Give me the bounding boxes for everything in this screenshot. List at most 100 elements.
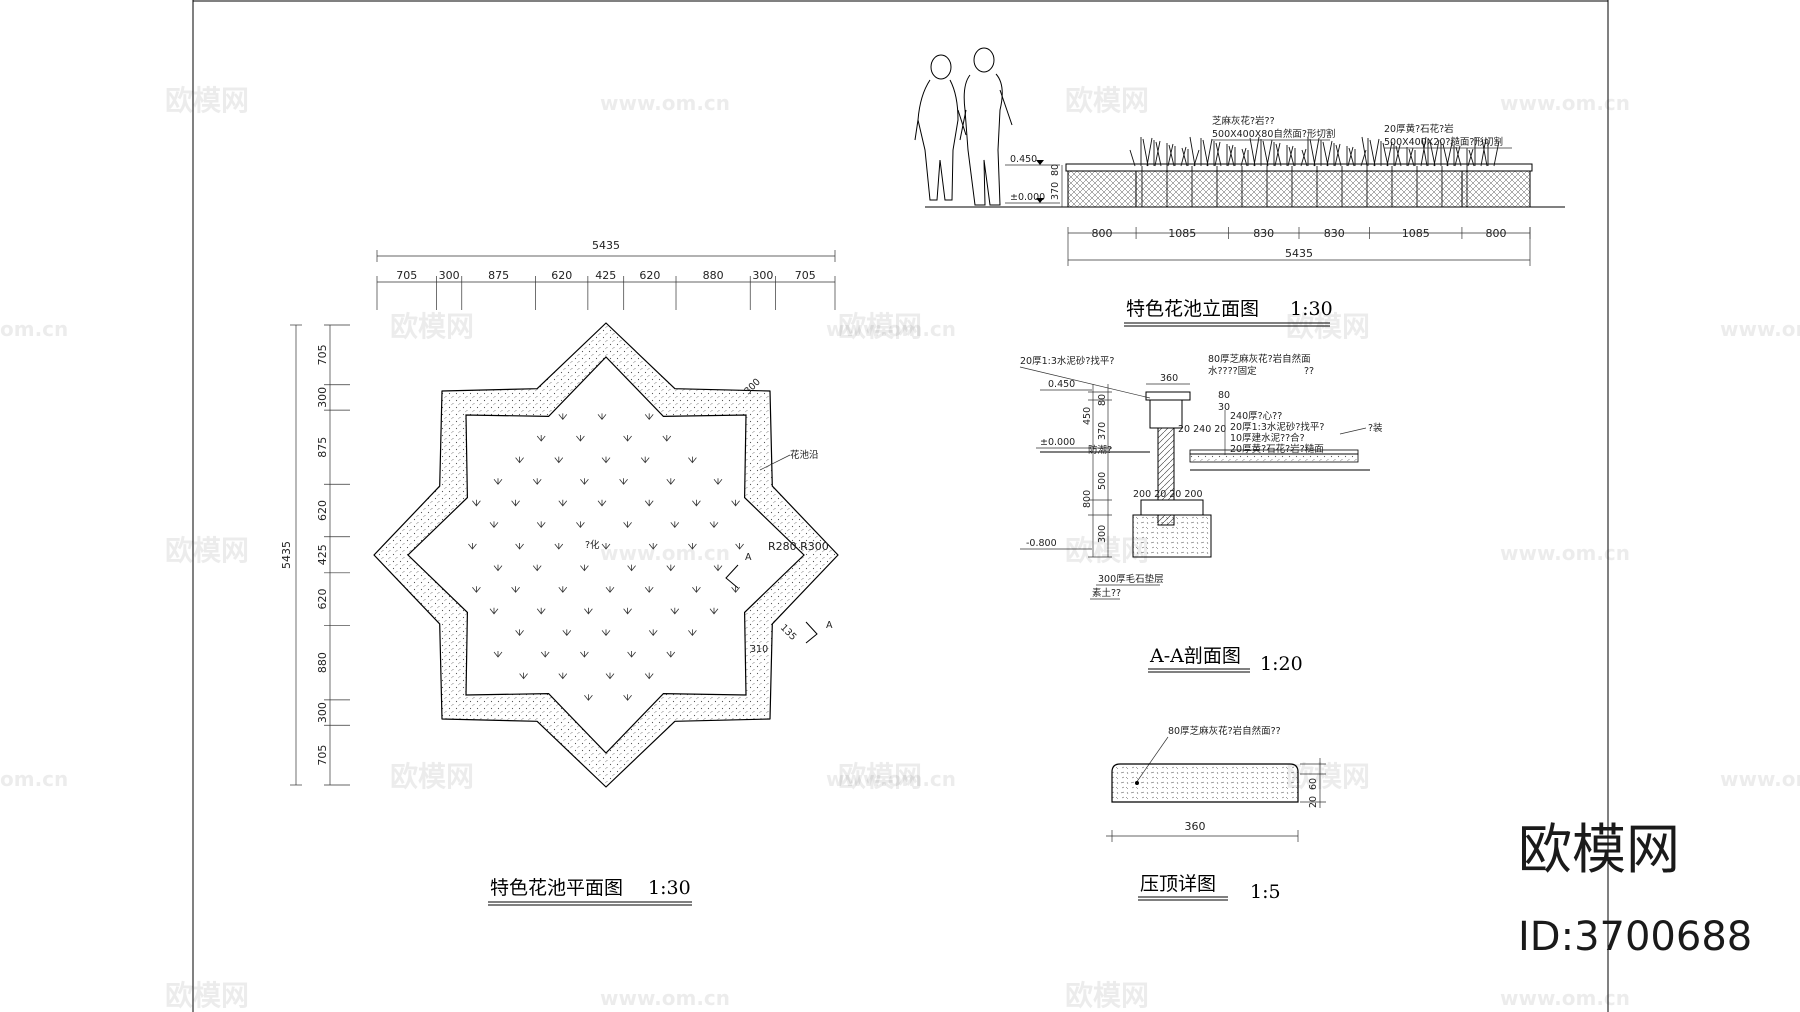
plant-tuft	[519, 672, 528, 680]
watermark-url: www.om.cn	[600, 986, 730, 1010]
plan-plant-label: ?化	[585, 539, 600, 551]
grass-blade	[1309, 138, 1316, 167]
grass-blade	[1129, 149, 1136, 167]
grass-blade	[1168, 144, 1175, 167]
section-marker-a-top: A	[725, 552, 752, 589]
section-layer-note-2: 10厚建水泥??合?	[1230, 432, 1305, 444]
svg-text:360: 360	[1185, 820, 1206, 833]
plant-tuft	[670, 607, 680, 615]
human-figures	[914, 47, 1013, 206]
plant-tuft	[605, 586, 615, 593]
svg-text:芝麻灰花?岩??: 芝麻灰花?岩??	[1212, 115, 1275, 127]
grass-blade	[1253, 136, 1260, 167]
grass-blade	[1240, 147, 1247, 167]
plant-tuft	[536, 521, 546, 529]
elevation-notes: 芝麻灰花?岩?? 500X400X80自然面?形切割 20厚黄?石花?岩 500…	[1212, 115, 1512, 149]
plan-left-overall-dim: 5435	[280, 541, 293, 569]
plan-top-dim-2: 875	[488, 269, 509, 282]
grass-blade	[1301, 149, 1308, 167]
section-left-dim-4: 500	[1097, 472, 1108, 490]
plant-tuft	[644, 499, 654, 507]
grass-blade	[1215, 142, 1222, 167]
watermark-url: www.om.cn	[1500, 91, 1630, 115]
grass-blade	[1347, 146, 1354, 167]
svg-text:20厚黄?石花?岩: 20厚黄?石花?岩	[1384, 123, 1454, 135]
plant-tuft	[511, 499, 520, 507]
plant-tuft	[713, 478, 723, 485]
plan-title: 特色花池平面图	[490, 877, 623, 899]
plant-tuft	[666, 651, 676, 658]
plan-radius-label: R280 R300	[768, 540, 829, 553]
coping-title: 压顶详图	[1140, 873, 1216, 895]
section-layer-note-0: 240厚?心??	[1230, 411, 1282, 422]
plan-top-dim-0: 705	[396, 269, 417, 282]
watermark-url: www.om.cn	[600, 91, 730, 115]
svg-text:0.450: 0.450	[1010, 154, 1037, 165]
grass-blade	[1382, 142, 1389, 167]
section-left-dim-3: 800	[1082, 490, 1093, 508]
plan-left-dim-0: 705	[316, 344, 329, 365]
svg-text:±0.000: ±0.000	[1040, 437, 1075, 448]
grass-blade	[1313, 137, 1320, 167]
elevation-dim-0: 800	[1092, 227, 1113, 240]
svg-text:素土??: 素土??	[1092, 587, 1121, 599]
plant-tuft	[623, 435, 632, 442]
plant-tuft	[601, 543, 611, 550]
svg-text:370: 370	[1050, 182, 1061, 200]
grass-blade	[1189, 136, 1196, 167]
plant-tuft	[670, 521, 680, 529]
watermark-url: www.om.cn	[1500, 986, 1630, 1010]
plant-tuft	[558, 672, 568, 680]
svg-text:A: A	[745, 552, 752, 563]
plant-tuft	[688, 456, 697, 464]
plan-left-dim-1: 300	[316, 387, 329, 408]
plan-dim-310: 310	[750, 644, 768, 655]
svg-text:80: 80	[1218, 390, 1230, 401]
watermark-logo: 欧模网	[838, 760, 922, 793]
plan-left-dim-8: 705	[316, 745, 329, 766]
svg-text:±0.000: ±0.000	[1010, 192, 1045, 203]
plant-tuft	[601, 629, 611, 637]
plant-tuft	[597, 499, 607, 507]
plant-tuft	[489, 607, 499, 615]
grass-blade	[1420, 136, 1427, 167]
plant-tuft	[601, 456, 611, 464]
plant-tuft	[648, 629, 658, 637]
grass-blade	[1180, 146, 1187, 167]
watermark-logo: 欧模网	[390, 310, 474, 343]
grass-blade	[1394, 144, 1401, 167]
brand-id: ID:3700688	[1518, 914, 1752, 960]
plant-tuft	[532, 478, 542, 485]
grass-blade	[1455, 146, 1462, 167]
grass-blade	[1369, 139, 1376, 167]
plant-tuft	[493, 564, 503, 572]
grass-blade	[1300, 148, 1307, 167]
plant-tuft	[493, 651, 503, 658]
plant-tuft	[536, 435, 546, 442]
plant-tuft	[644, 413, 654, 421]
plant-symbols	[468, 413, 744, 701]
svg-text:30: 30	[1218, 402, 1230, 413]
brand-name: 欧模网	[1518, 818, 1680, 881]
grass-blade	[1421, 137, 1428, 167]
plant-tuft	[576, 435, 585, 442]
plant-tuft	[468, 543, 477, 550]
grass-blade	[1408, 148, 1415, 167]
grass-blade	[1454, 145, 1461, 167]
plan-dim-135: 135	[778, 622, 799, 643]
grass-blade	[1481, 138, 1488, 167]
plant-tuft	[688, 543, 697, 550]
watermark-logo: 欧模网	[1286, 760, 1370, 793]
watermark-logo: 欧模网	[390, 760, 474, 793]
section-marker-a-bottom: A	[805, 620, 833, 644]
grass-blade	[1167, 143, 1174, 167]
plant-tuft	[540, 651, 550, 658]
svg-text:60: 60	[1308, 778, 1319, 790]
grass-blade	[1493, 140, 1500, 167]
plant-tuft	[644, 586, 654, 593]
svg-text:500X400X20?糙面?形切割: 500X400X20?糙面?形切割	[1384, 136, 1503, 148]
watermark-logo: 欧模网	[165, 84, 249, 117]
